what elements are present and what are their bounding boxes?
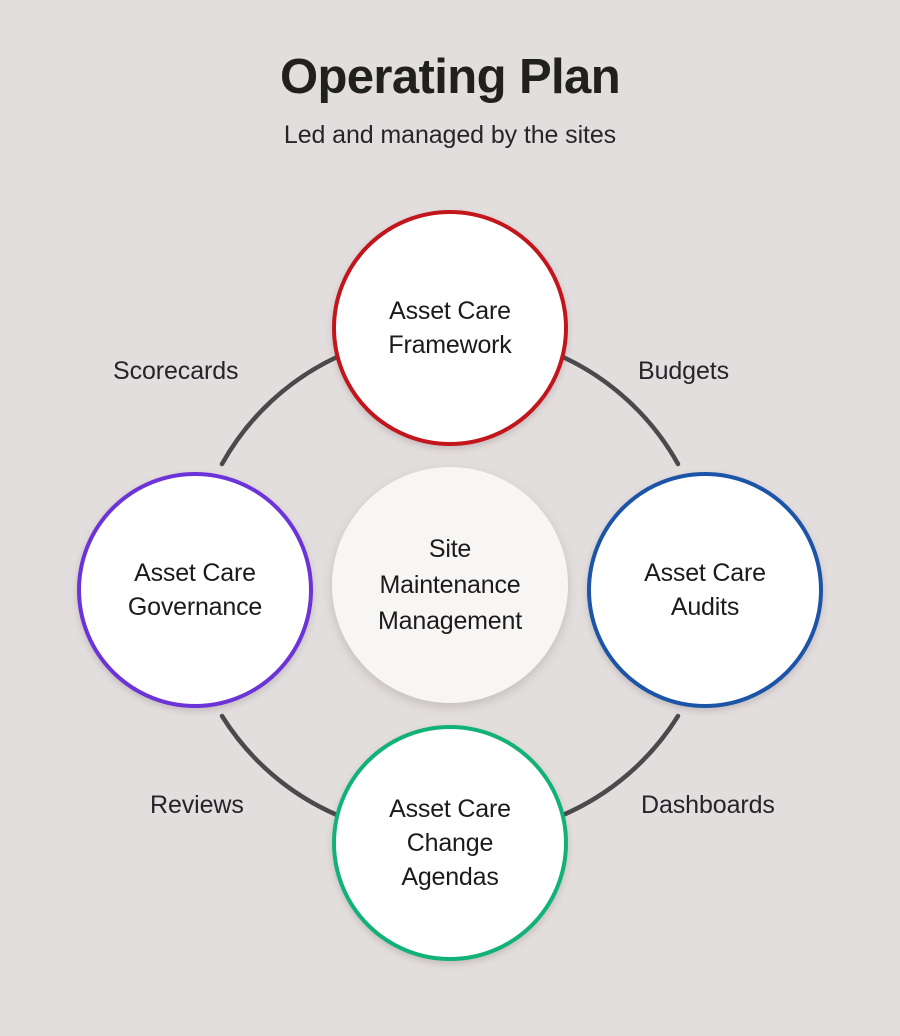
- node-site-maintenance-management[interactable]: Site Maintenance Management: [332, 467, 568, 703]
- page-subtitle: Led and managed by the sites: [283, 121, 617, 150]
- connector-label-dashboards: Dashboards: [641, 791, 775, 819]
- node-label: Site Maintenance Management: [378, 535, 522, 635]
- connector-label-reviews: Reviews: [150, 791, 244, 819]
- node-asset-care-audits[interactable]: Asset Care Audits: [587, 472, 823, 708]
- arc-budgets: [560, 354, 681, 467]
- arc-dashboards: [560, 713, 681, 818]
- page-title: Operating Plan: [279, 50, 621, 104]
- node-asset-care-change-agendas[interactable]: Asset Care Change Agendas: [332, 725, 568, 961]
- node-label: Asset Care Change Agendas: [389, 795, 511, 891]
- node-asset-care-governance[interactable]: Asset Care Governance: [77, 472, 313, 708]
- header: Operating Plan Led and managed by the si…: [0, 0, 900, 150]
- node-label: Asset Care Audits: [644, 559, 766, 621]
- connector-label-budgets: Budgets: [638, 357, 730, 385]
- node-asset-care-framework[interactable]: Asset Care Framework: [332, 210, 568, 446]
- arc-scorecards: [219, 354, 340, 467]
- arc-reviews: [219, 713, 340, 818]
- connector-label-scorecards: Scorecards: [113, 357, 239, 385]
- node-label: Asset Care Governance: [127, 559, 263, 621]
- node-label: Asset Care Framework: [388, 297, 512, 359]
